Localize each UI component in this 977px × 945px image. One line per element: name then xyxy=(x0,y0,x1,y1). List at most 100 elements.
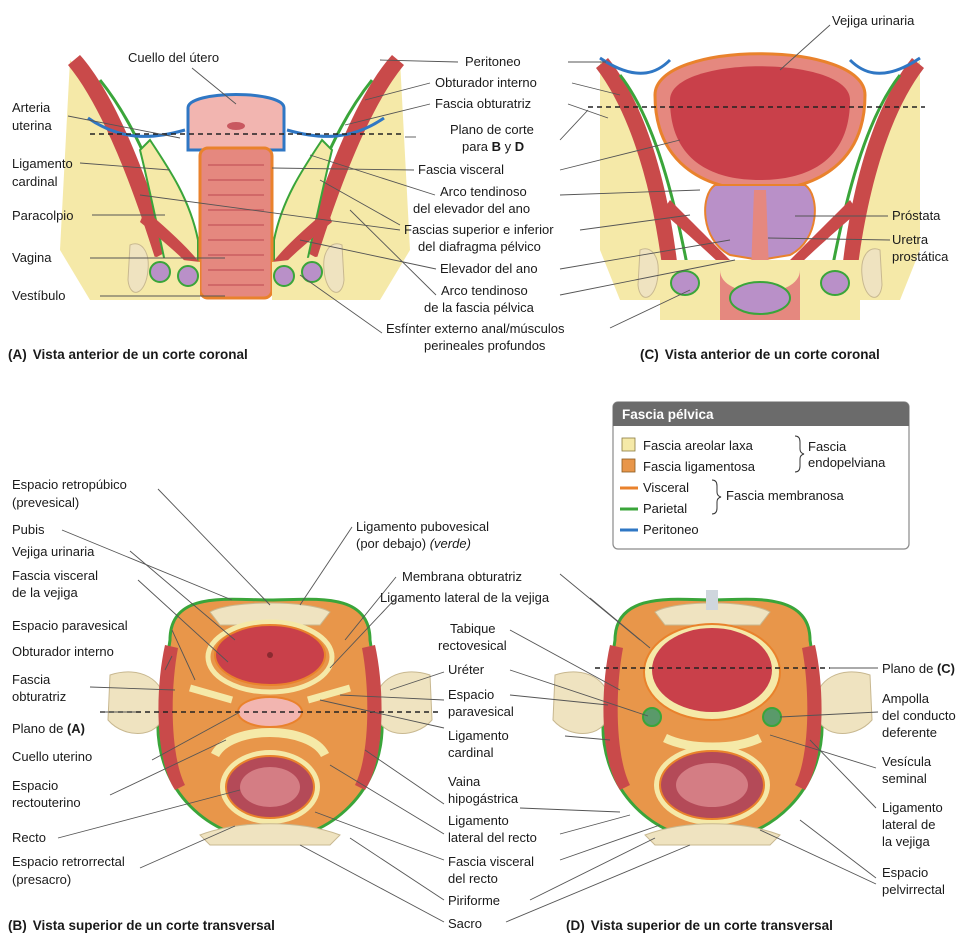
label-paracolpio: Paracolpio xyxy=(12,208,73,223)
label-pubovesical-2: (por debajo) (verde) xyxy=(356,536,471,551)
label-uretra-2: prostática xyxy=(892,249,949,264)
caption-d-letter: (D) xyxy=(566,918,585,933)
label-lig-lat-d-2: lateral de xyxy=(882,817,935,832)
label-tabique-1: Tabique xyxy=(450,621,496,636)
label-retropubico-2: (prevesical) xyxy=(12,495,79,510)
label-prostata: Próstata xyxy=(892,208,941,223)
label-esfinter-1: Esfínter externo anal/músculos xyxy=(386,321,565,336)
label-uretra-1: Uretra xyxy=(892,232,929,247)
label-fascia-visc-recto-1: Fascia visceral xyxy=(448,854,534,869)
label-vejiga-urinaria-c: Vejiga urinaria xyxy=(832,13,915,28)
label-fascias-sup-2: del diafragma pélvico xyxy=(418,239,541,254)
label-fascia-visceral: Fascia visceral xyxy=(418,162,504,177)
legend-item-visceral: Visceral xyxy=(643,480,689,495)
label-piriforme: Piriforme xyxy=(448,893,500,908)
label-recto: Recto xyxy=(12,830,46,845)
label-arco-elevador-1: Arco tendinoso xyxy=(440,184,527,199)
label-esfinter-2: perineales profundos xyxy=(424,338,546,353)
legend-title: Fascia pélvica xyxy=(622,407,714,422)
label-lig-lateral-vejiga-center: Ligamento lateral de la vejiga xyxy=(380,590,550,605)
legend-item-ligamentosa: Fascia ligamentosa xyxy=(643,459,756,474)
legend-group-membranosa: Fascia membranosa xyxy=(726,488,845,503)
label-sacro: Sacro xyxy=(448,916,482,931)
legend-box: Fascia pélvica Fascia areolar laxa Fasci… xyxy=(613,402,909,549)
label-cardinal: cardinal xyxy=(12,174,58,189)
label-pubovesical-1: Ligamento pubovesical xyxy=(356,519,489,534)
label-lig-cardinal-1: Ligamento xyxy=(448,728,509,743)
label-vaina-1: Vaina xyxy=(448,774,481,789)
label-retropubico-1: Espacio retropúbico xyxy=(12,477,127,492)
caption-b-text: Vista superior de un corte transversal xyxy=(33,918,275,933)
label-retrorrectal-1: Espacio retrorrectal xyxy=(12,854,125,869)
label-fascia-visc-recto-2: del recto xyxy=(448,871,498,886)
label-arco-elevador-2: del elevador del ano xyxy=(413,201,530,216)
label-cuello-uterino: Cuello uterino xyxy=(12,749,92,764)
label-arco-pelvica-2: de la fascia pélvica xyxy=(424,300,535,315)
label-plano-corte-2: para B y D xyxy=(462,139,524,154)
label-vagina: Vagina xyxy=(12,250,52,265)
caption-a-text: Vista anterior de un corte coronal xyxy=(33,347,248,362)
label-pelvirrectal-1: Espacio xyxy=(882,865,928,880)
label-ligamento: Ligamento xyxy=(12,156,73,171)
panel-d-illustration xyxy=(553,590,872,845)
legend-item-parietal: Parietal xyxy=(643,501,687,516)
label-ampolla-2: del conducto xyxy=(882,708,956,723)
label-vesicula-2: seminal xyxy=(882,771,927,786)
label-retrorrectal-2: (presacro) xyxy=(12,872,71,887)
caption-c-letter: (C) xyxy=(640,347,659,362)
label-fascia-visc-vejiga-2: de la vejiga xyxy=(12,585,79,600)
label-lig-cardinal-2: cardinal xyxy=(448,745,494,760)
label-uterina: uterina xyxy=(12,118,53,133)
label-obturador-b: Obturador interno xyxy=(12,644,114,659)
label-arteria: Arteria xyxy=(12,100,51,115)
caption-a: (A) Vista anterior de un corte coronal xyxy=(8,347,248,362)
panel-c-illustration xyxy=(596,54,924,320)
label-pelvirrectal-2: pelvirrectal xyxy=(882,882,945,897)
label-fascia-obturatriz: Fascia obturatriz xyxy=(435,96,531,111)
label-plano-corte-1: Plano de corte xyxy=(450,122,534,137)
label-plano-a: Plano de (A) xyxy=(12,721,85,736)
caption-c-text: Vista anterior de un corte coronal xyxy=(665,347,880,362)
label-obturador-interno: Obturador interno xyxy=(435,75,537,90)
label-fascia-visc-vejiga-1: Fascia visceral xyxy=(12,568,98,583)
legend-item-areolar: Fascia areolar laxa xyxy=(643,438,754,453)
label-cuello-utero: Cuello del útero xyxy=(128,50,219,65)
caption-d-text: Vista superior de un corte transversal xyxy=(591,918,833,933)
legend-group-endopelviana-2: endopelviana xyxy=(808,455,886,470)
legend-swatch-areolar xyxy=(622,438,635,451)
label-vestibulo: Vestíbulo xyxy=(12,288,66,303)
label-lig-lat-recto-2: lateral del recto xyxy=(448,830,537,845)
label-lig-lat-recto-1: Ligamento xyxy=(448,813,509,828)
label-esp-paravesical-1: Espacio xyxy=(448,687,494,702)
caption-b-letter: (B) xyxy=(8,918,27,933)
panel-b-illustration xyxy=(108,599,432,845)
label-vejiga-urinaria-b: Vejiga urinaria xyxy=(12,544,95,559)
legend-group-endopelviana-1: Fascia xyxy=(808,439,847,454)
label-plano-c: Plano de (C) xyxy=(882,661,955,676)
caption-a-letter: (A) xyxy=(8,347,27,362)
caption-d: (D) Vista superior de un corte transversa… xyxy=(566,918,833,933)
label-arco-pelvica-1: Arco tendinoso xyxy=(441,283,528,298)
label-membrana-obturatriz: Membrana obturatriz xyxy=(402,569,522,584)
label-lig-lat-d-1: Ligamento xyxy=(882,800,943,815)
label-ureter: Uréter xyxy=(448,662,485,677)
label-vesicula-1: Vesícula xyxy=(882,754,932,769)
label-esp-paravesical-2: paravesical xyxy=(448,704,514,719)
panel-a-illustration xyxy=(60,55,410,300)
label-fascias-sup-1: Fascias superior e inferior xyxy=(404,222,554,237)
label-peritoneo: Peritoneo xyxy=(465,54,521,69)
label-tabique-2: rectovesical xyxy=(438,638,507,653)
legend-item-peritoneo: Peritoneo xyxy=(643,522,699,537)
label-vaina-2: hipogástrica xyxy=(448,791,519,806)
label-pubis: Pubis xyxy=(12,522,45,537)
label-fascia-obt-2: obturatriz xyxy=(12,689,66,704)
label-paravesical-b: Espacio paravesical xyxy=(12,618,128,633)
label-elevador-ano: Elevador del ano xyxy=(440,261,538,276)
label-rectouterino-2: rectouterino xyxy=(12,795,81,810)
label-fascia-obt-1: Fascia xyxy=(12,672,51,687)
caption-b: (B) Vista superior de un corte transversa… xyxy=(8,918,275,933)
legend-swatch-ligamentosa xyxy=(622,459,635,472)
label-lig-lat-d-3: la vejiga xyxy=(882,834,930,849)
label-rectouterino-1: Espacio xyxy=(12,778,58,793)
